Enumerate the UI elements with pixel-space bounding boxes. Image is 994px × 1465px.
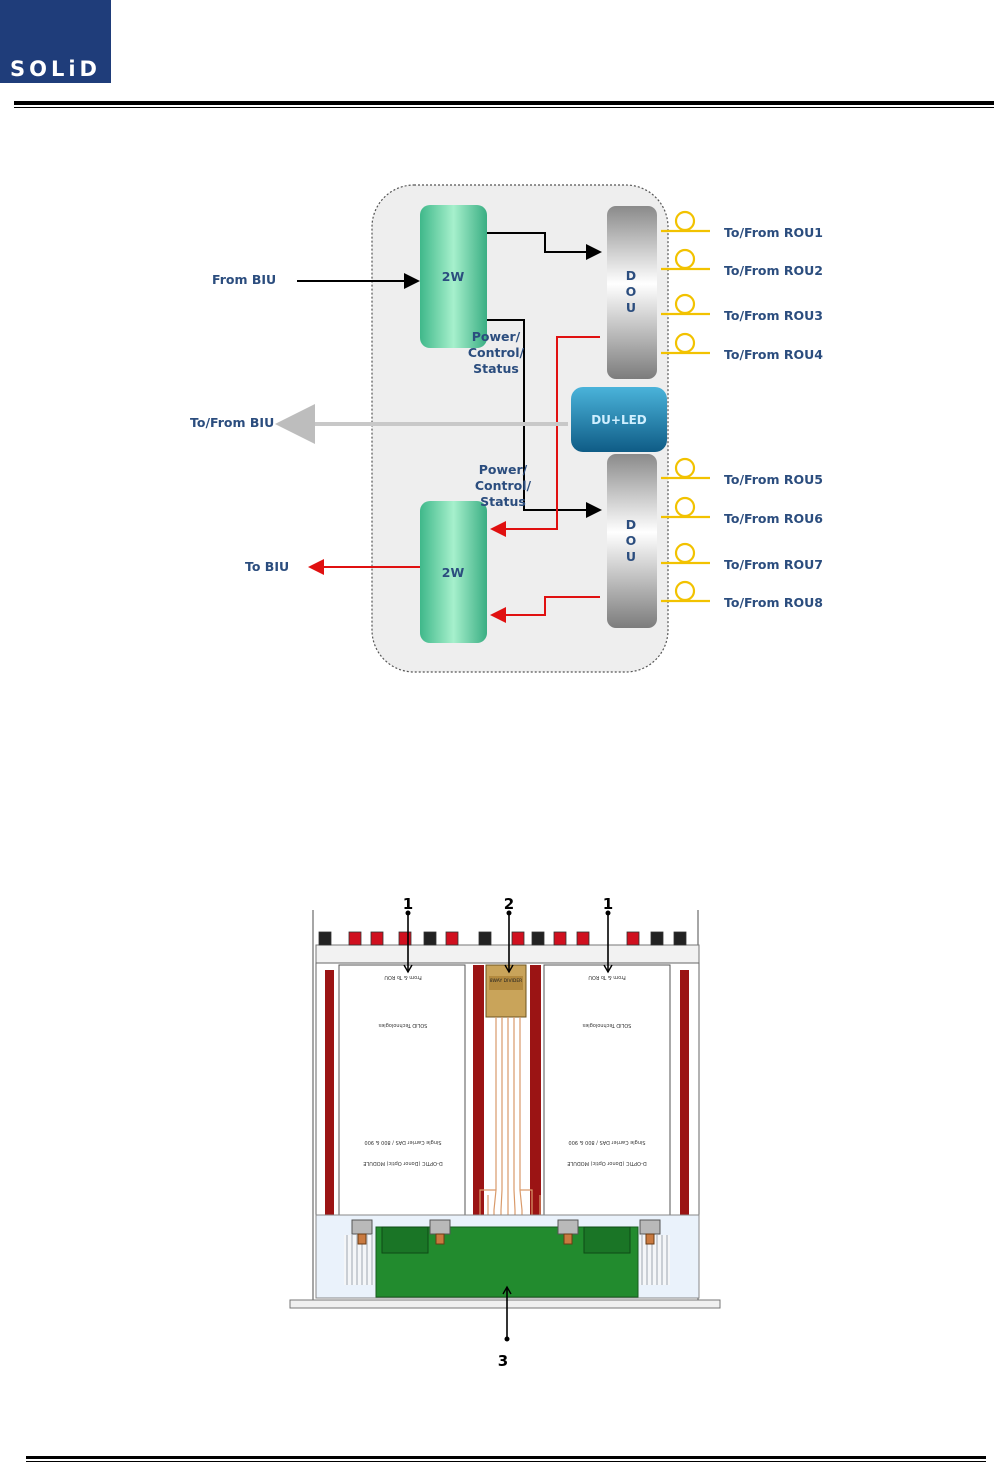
logo-text: SOLiD [10,57,101,81]
rf-port-connector [357,1233,367,1245]
module-2w-bottom [420,501,487,643]
power-bottom-1: Power/ [479,462,528,477]
module-2w-bottom-label: 2W [442,565,465,580]
footer-rule [26,1456,986,1459]
right-brand: SOLiD Technologies [582,1022,631,1028]
rou-label-6: To/From ROU6 [724,511,823,526]
rack-connector [348,931,362,946]
fiber-loop-2 [661,248,710,271]
rack-connector [650,931,664,946]
callout-number: 1 [403,895,413,913]
dou-top [607,206,657,379]
fiber-loop-1 [661,210,710,233]
power-bottom-2: Control/ [475,478,532,493]
left-sublabel: Single Carrier DAS / 800 & 900 [364,1139,441,1145]
du-led-label: DU+LED [591,413,647,427]
rou-label-8: To/From ROU8 [724,595,823,610]
right-sublabel: Single Carrier DAS / 800 & 900 [568,1139,645,1145]
callout-number: 2 [504,895,514,913]
block-diagram: 2W 2W D O U D O U DU+LED From BIU To/Fro… [190,184,823,673]
rack-connector [318,931,332,946]
rack-connector [423,931,437,946]
rou-label-3: To/From ROU3 [724,308,823,323]
power-top-2: Control/ [468,345,525,360]
dou-bottom-o: O [626,533,637,548]
header-rule-thin [14,107,994,108]
rf-port [351,1219,373,1235]
fiber-loop-5 [661,457,710,480]
solid-logo: SOLiD [0,0,111,83]
rack-connector [478,931,492,946]
rev-from-dou-top [490,336,600,537]
rack-connector [445,931,459,946]
fiber-loops [661,210,710,603]
rack-connector [626,931,640,946]
rou-label-2: To/From ROU2 [724,263,823,278]
power-top-1: Power/ [472,329,521,344]
label-to-from-biu: To/From BIU [190,415,274,430]
rack-connector [553,931,567,946]
right-module-label: D-OPTIC (Donor Optic) MODULE [567,1160,647,1166]
label-to-biu: To BIU [245,559,289,574]
fiber-loop-4 [661,332,710,355]
callout-number: 3 [498,1352,508,1370]
power-bottom-3: Status [480,494,526,509]
dou-top-d: D [626,268,636,283]
8way-divider [485,964,527,1018]
rou-label-5: To/From ROU5 [724,472,823,487]
fwd-to-dou-bottom [487,319,602,518]
header-rule [14,101,994,105]
rf-port-connector [563,1233,573,1245]
fiber-loop-7 [661,542,710,565]
fiber-loop-6 [661,496,710,519]
callout-dot [506,910,512,916]
rou-label-4: To/From ROU4 [724,347,823,362]
rou-label-1: To/From ROU1 [724,225,823,240]
dou-bottom [607,454,657,628]
dou-top-u: U [626,300,636,315]
module-photo: From & To ROU SOLiD Technologies Single … [289,895,721,1370]
rou-label-7: To/From ROU7 [724,557,823,572]
callout-dot [504,1336,510,1342]
rf-port [557,1219,579,1235]
optic-module-left [338,964,466,1216]
dou-bottom-d: D [626,517,636,532]
rf-port [639,1219,661,1235]
callout-number: 1 [603,895,613,913]
left-rou-port-label: From & To ROU [384,974,422,980]
dou-top-o: O [626,284,637,299]
power-top-3: Status [473,361,519,376]
left-module-label: D-OPTIC (Donor Optic) MODULE [363,1160,443,1166]
fwd-to-dou-top [487,232,602,260]
rf-port-connector [435,1233,445,1245]
rev-from-dou-bottom [490,596,600,623]
fiber-loop-3 [661,293,710,316]
callout-dot [405,910,411,916]
divider-label: 8WAY DIVIDER [490,978,523,984]
module-2w-top [420,205,487,348]
footer-rule-thin [26,1461,986,1462]
callout-dot [605,910,611,916]
rack-connector [370,931,384,946]
right-rou-port-label: From & To ROU [588,974,626,980]
optic-module-right [543,964,671,1216]
dou-bottom-u: U [626,549,636,564]
fiber-loop-8 [661,580,710,603]
label-from-biu: From BIU [212,272,276,287]
rack-connector [531,931,545,946]
rack-connector [673,931,687,946]
rack-connector [511,931,525,946]
rack-connector [398,931,412,946]
rf-port [429,1219,451,1235]
rack-connector [576,931,590,946]
left-brand: SOLiD Technologies [378,1022,427,1028]
rf-port-connector [645,1233,655,1245]
callouts: 1 2 1 3 [403,895,613,1370]
module-2w-top-label: 2W [442,269,465,284]
du-led-unit [571,387,667,452]
